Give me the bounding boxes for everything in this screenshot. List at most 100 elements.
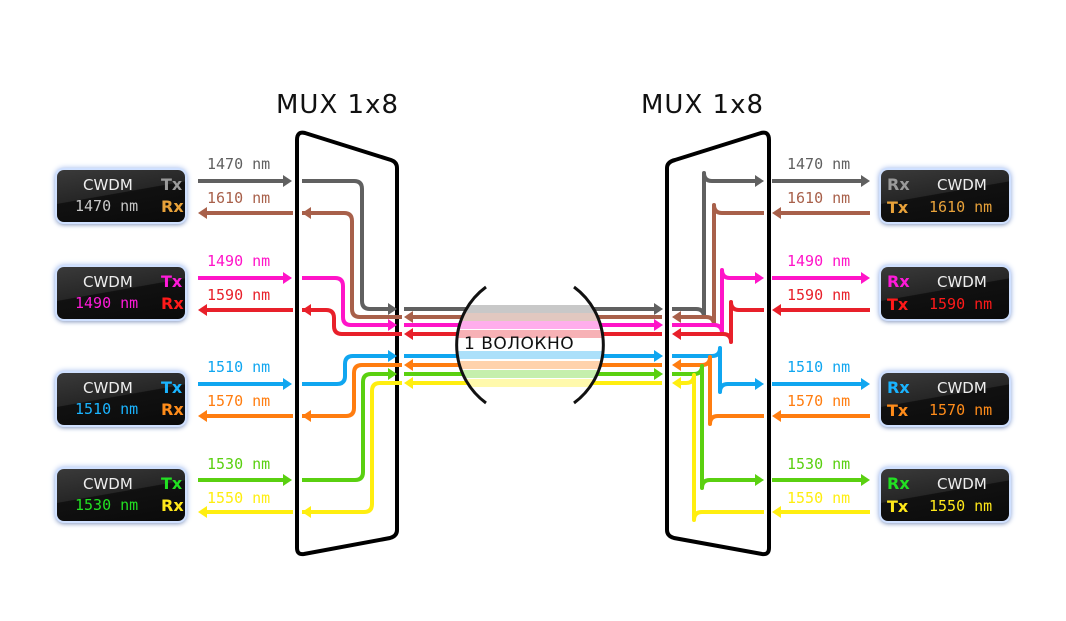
right-module-4: Rx CWDM Tx 1550 nm [881, 469, 1009, 521]
right-wl-label: 1590 nm [787, 286, 851, 304]
arrow-icon [283, 175, 292, 187]
right-mux-route [672, 346, 758, 394]
module-wavelength: 1570 nm [929, 401, 993, 419]
module-name: CWDM [937, 475, 987, 493]
module-name: CWDM [83, 475, 133, 493]
arrow-icon [861, 474, 870, 486]
right-mux-route [680, 203, 764, 327]
module-name: CWDM [937, 379, 987, 397]
fiber-band [458, 351, 602, 359]
arrow-icon [198, 304, 207, 316]
fiber-band [458, 313, 602, 321]
right-module-2: Rx CWDM Tx 1590 nm [881, 267, 1009, 319]
tx-tag: Tx [161, 175, 183, 194]
arrow-icon [654, 368, 663, 380]
arrow-icon [755, 272, 764, 284]
arrow-icon [861, 175, 870, 187]
right-mux-route [680, 373, 764, 522]
arrow-icon [388, 303, 397, 315]
left-module-2: CWDM Tx 1490 nm Rx [57, 267, 185, 319]
left-mux-route [302, 354, 390, 386]
module-wavelength: 1530 nm [75, 496, 139, 514]
module-name: CWDM [83, 176, 133, 194]
lens-edge-right [573, 285, 605, 405]
rx-tag: Rx [161, 496, 184, 515]
fiber-band [458, 379, 602, 387]
arrow-icon [404, 377, 413, 389]
fiber-label: 1 ВОЛОКНО [464, 334, 575, 354]
arrow-icon [388, 319, 397, 331]
rx-tag: Rx [161, 400, 184, 419]
left-wl-label: 1610 nm [207, 189, 271, 207]
left-mux-shape [295, 130, 399, 557]
arrow-icon [283, 378, 292, 390]
arrow-icon [404, 311, 413, 323]
left-mux-route [302, 363, 402, 418]
arrow-icon [861, 378, 870, 390]
fiber-band [458, 370, 602, 378]
arrow-icon [672, 377, 681, 389]
arrow-icon [302, 304, 311, 316]
arrow-icon [772, 207, 781, 219]
arrow-icon [772, 506, 781, 518]
left-module-1: CWDM Tx 1470 nm Rx [57, 170, 185, 222]
arrow-icon [654, 350, 663, 362]
module-wavelength: 1490 nm [75, 294, 139, 312]
arrow-icon [861, 272, 870, 284]
left-mux-route [302, 211, 402, 319]
fiber-band [458, 361, 602, 369]
module-name: CWDM [937, 176, 987, 194]
right-mux-route [672, 171, 758, 319]
arrow-icon [772, 304, 781, 316]
left-wl-label: 1470 nm [207, 155, 271, 173]
rx-tag: Rx [887, 378, 910, 397]
right-wl-label: 1530 nm [787, 455, 851, 473]
left-wl-label: 1570 nm [207, 392, 271, 410]
module-wavelength: 1590 nm [929, 295, 993, 313]
arrow-icon [755, 175, 764, 187]
left-wl-label: 1590 nm [207, 286, 271, 304]
arrow-icon [672, 328, 681, 340]
right-mux-route [672, 364, 758, 490]
right-module-3: Rx CWDM Tx 1570 nm [881, 373, 1009, 425]
right-wl-label: 1550 nm [787, 489, 851, 507]
rx-tag: Rx [161, 294, 184, 313]
lens-bands [458, 305, 602, 387]
left-module-3: CWDM Tx 1510 nm Rx [57, 373, 185, 425]
left-wl-label: 1530 nm [207, 455, 271, 473]
left-wl-label: 1490 nm [207, 252, 271, 270]
module-wavelength: 1470 nm [75, 197, 139, 215]
arrow-icon [404, 359, 413, 371]
fiber-band [458, 321, 602, 329]
module-name: CWDM [937, 273, 987, 291]
tx-tag: Tx [887, 198, 909, 217]
arrow-icon [388, 350, 397, 362]
fiber-band [458, 305, 602, 313]
module-name: CWDM [83, 379, 133, 397]
left-mux-route [302, 372, 390, 482]
arrow-icon [654, 303, 663, 315]
left-wl-label: 1550 nm [207, 489, 271, 507]
lens-edge-left [455, 285, 487, 405]
tx-tag: Tx [887, 401, 909, 420]
tx-tag: Tx [161, 378, 183, 397]
left-mux-route [302, 179, 390, 311]
rx-tag: Rx [887, 474, 910, 493]
module-wavelength: 1510 nm [75, 400, 139, 418]
right-wl-label: 1490 nm [787, 252, 851, 270]
right-wl-label: 1610 nm [787, 189, 851, 207]
arrow-icon [198, 506, 207, 518]
right-mux-title: MUX 1x8 [641, 90, 765, 120]
arrow-icon [755, 378, 764, 390]
fiber-band [458, 330, 602, 338]
arrow-icon [404, 328, 413, 340]
module-wavelength: 1550 nm [929, 497, 993, 515]
right-mux-route [680, 300, 764, 344]
left-module-4: CWDM Tx 1530 nm Rx [57, 469, 185, 521]
right-wl-label: 1470 nm [787, 155, 851, 173]
left-mux-route [302, 381, 402, 514]
right-mux-route [672, 268, 758, 335]
tx-tag: Tx [161, 474, 183, 493]
